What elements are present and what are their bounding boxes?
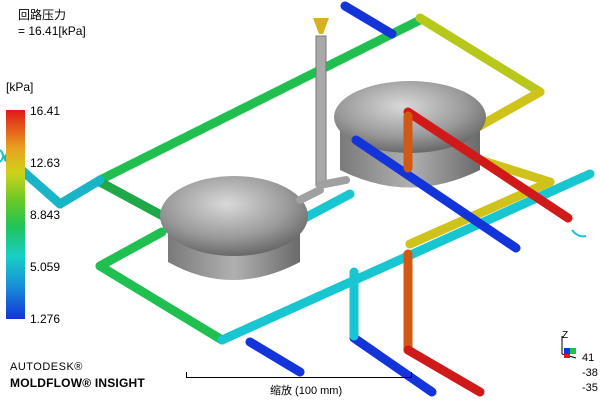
runner-middle	[95, 135, 595, 345]
legend-tick-3: 8.843	[30, 208, 61, 222]
triad-value-3: -35	[582, 382, 598, 394]
runner-hot	[403, 107, 573, 397]
result-title: 回路压力	[18, 8, 67, 22]
result-value: = 16.41[kPa]	[18, 24, 86, 38]
color-legend-bar	[6, 110, 25, 319]
legend-tick-min: 1.276	[30, 312, 61, 326]
scale-tick-left	[186, 372, 187, 378]
legend-unit: [kPa]	[6, 80, 34, 94]
triad-value-1: 41	[582, 352, 595, 364]
axis-triad-icon[interactable]	[556, 330, 582, 360]
legend-tick-max: 16.41	[30, 104, 61, 118]
triad-value-2: -38	[582, 367, 598, 379]
legend-tick-2: 12.63	[30, 156, 61, 170]
runner-front	[245, 267, 437, 397]
legend-tick-4: 5.059	[30, 260, 61, 274]
sprue	[296, 18, 350, 204]
cavity-left	[160, 176, 308, 280]
triad-axis-label: Z	[562, 330, 569, 341]
brand-autodesk: AUTODESK®	[10, 361, 83, 373]
scale-tick-right	[411, 372, 412, 378]
coolant-markers	[0, 149, 587, 238]
scale-label: 缩放 (100 mm)	[270, 385, 343, 397]
scale-bar	[186, 377, 412, 378]
brand-moldflow: MOLDFLOW® INSIGHT	[10, 376, 145, 390]
